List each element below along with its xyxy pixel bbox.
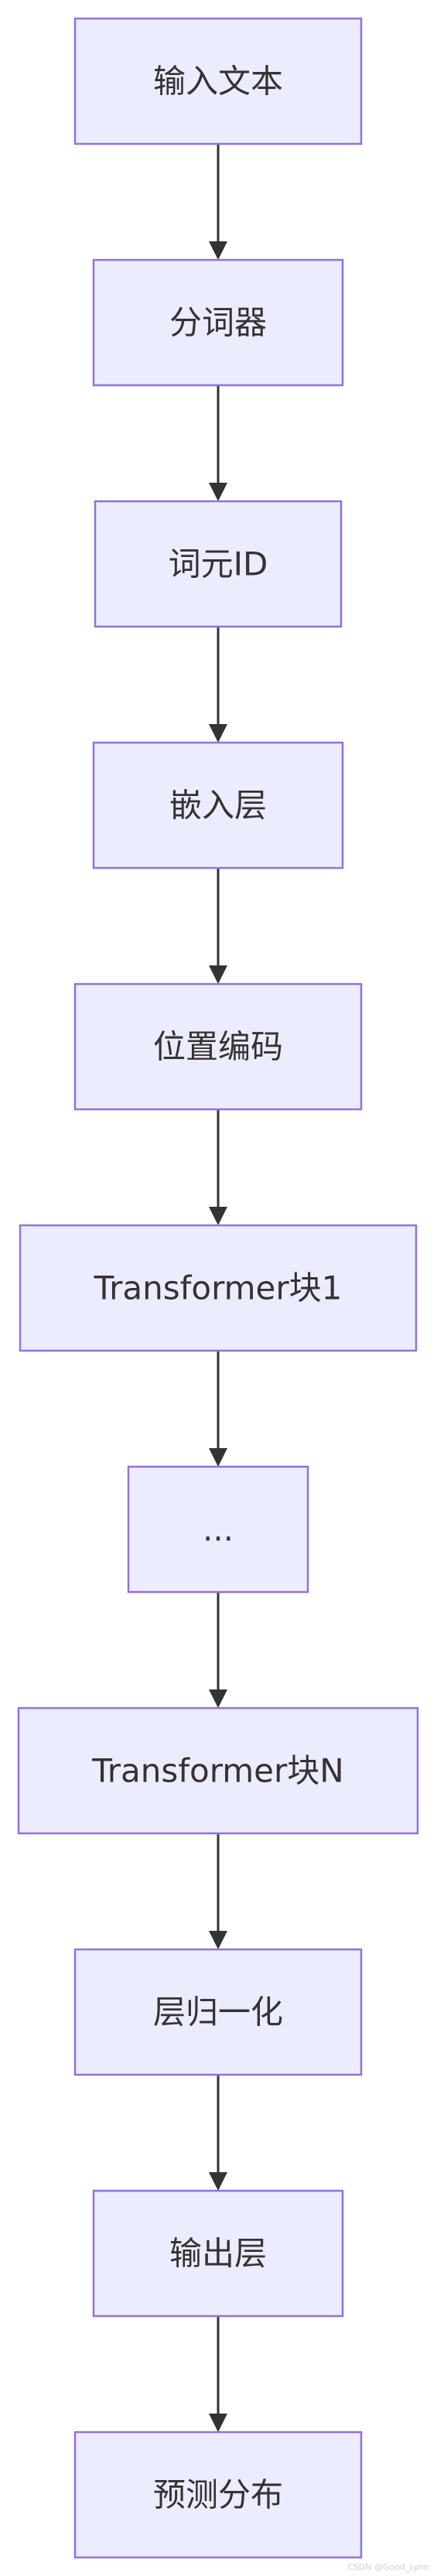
edges-layer [209,144,227,2432]
arrow-head [209,241,227,260]
node-box [73,1948,363,2076]
node-label: 分词器 [169,304,267,342]
node-label: 层归一化 [153,1993,283,2031]
edge-arrow [209,1833,227,1949]
arrow-head [209,965,227,984]
node-label: ... [203,1511,234,1549]
arrow-head [209,1689,227,1708]
node-box [92,741,344,869]
edge-arrow [209,627,227,743]
node-box [73,17,363,145]
node-tokenizer: 分词器 [92,258,344,387]
arrow-head [209,724,227,743]
node-box [92,258,344,387]
edge-arrow [209,1109,227,1225]
edge-arrow [209,144,227,260]
node-box [73,982,363,1111]
node-box [17,1707,419,1835]
node-token-id: 词元ID [94,500,343,628]
node-prediction: 预测分布 [73,2431,363,2559]
node-label: 预测分布 [153,2476,283,2514]
node-embedding: 嵌入层 [92,741,344,869]
node-box [19,1224,418,1352]
node-positional: 位置编码 [73,982,363,1111]
edge-arrow [209,2316,227,2432]
node-blockN: Transformer块N [17,1707,419,1835]
node-label: 输入文本 [153,63,283,101]
arrow-head [209,483,227,501]
watermark: CSDN @Good_Lynn [347,2562,429,2572]
edge-arrow [209,1592,227,1708]
arrow-head [209,1448,227,1467]
node-ellipsis: ... [127,1465,309,1594]
node-box [73,2431,363,2559]
node-label: Transformer块1 [94,1269,343,1307]
node-label: Transformer块N [91,1752,343,1790]
node-input-text: 输入文本 [73,17,363,145]
node-box [127,1465,309,1594]
node-label: 词元ID [169,545,268,583]
edge-arrow [209,385,227,501]
arrow-head [209,1207,227,1225]
arrow-head [209,2172,227,2191]
edge-arrow [209,2075,227,2191]
arrow-head [209,1931,227,1949]
edge-arrow [209,868,227,984]
arrow-head [209,2414,227,2432]
node-box [94,500,343,628]
edge-arrow [209,1351,227,1467]
node-block1: Transformer块1 [19,1224,418,1352]
node-label: 输出层 [169,2235,267,2273]
node-layernorm: 层归一化 [73,1948,363,2076]
node-box [92,2189,344,2318]
node-label: 嵌入层 [169,787,267,825]
node-output-layer: 输出层 [92,2189,344,2318]
node-label: 位置编码 [153,1028,283,1066]
